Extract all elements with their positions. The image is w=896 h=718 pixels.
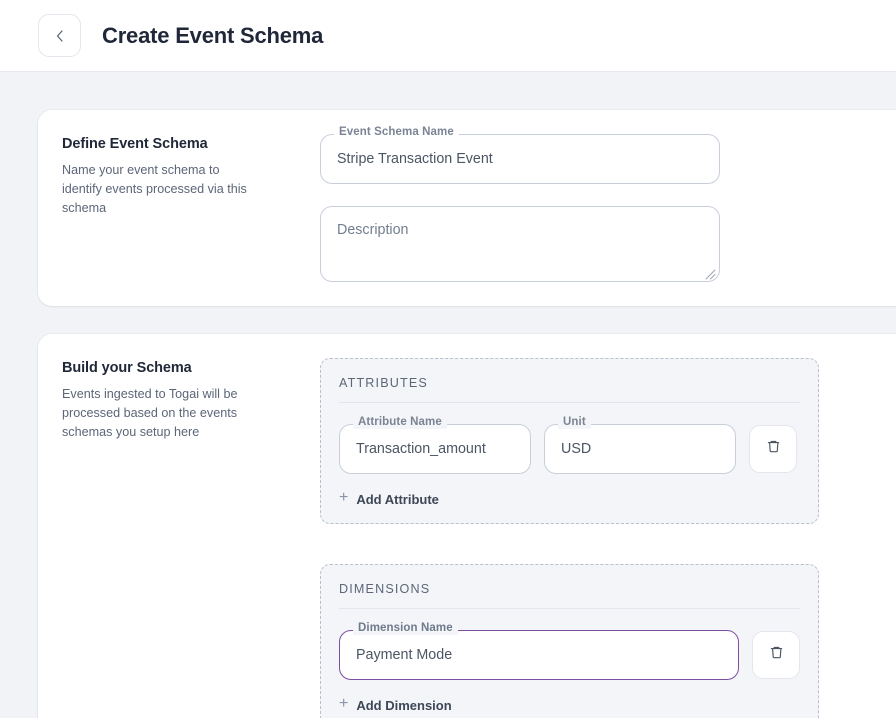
description-field[interactable] bbox=[320, 206, 720, 282]
page-body: Define Event Schema Name your event sche… bbox=[0, 72, 896, 718]
attributes-group-title: ATTRIBUTES bbox=[339, 376, 800, 403]
dimension-row: Dimension Name bbox=[339, 622, 800, 680]
dimensions-group: DIMENSIONS Dimension Name bbox=[320, 564, 819, 718]
event-schema-name-input[interactable] bbox=[337, 151, 703, 167]
attribute-name-field[interactable]: Attribute Name bbox=[339, 416, 531, 474]
plus-icon: + bbox=[339, 489, 349, 506]
build-section-info: Build your Schema Events ingested to Tog… bbox=[62, 358, 320, 718]
trash-icon bbox=[765, 438, 782, 460]
define-section-fields: Event Schema Name bbox=[320, 126, 896, 282]
add-dimension-label: Add Dimension bbox=[356, 697, 452, 713]
build-section-description: Events ingested to Togai will be process… bbox=[62, 387, 238, 440]
add-dimension-button[interactable]: + Add Dimension bbox=[339, 695, 452, 715]
trash-icon bbox=[768, 644, 785, 666]
description-input[interactable] bbox=[337, 221, 703, 267]
chevron-left-icon bbox=[52, 28, 68, 44]
define-section-info: Define Event Schema Name your event sche… bbox=[62, 134, 320, 282]
dimension-name-label: Dimension Name bbox=[353, 622, 458, 635]
resize-handle-icon[interactable] bbox=[705, 267, 716, 280]
attribute-unit-input[interactable] bbox=[561, 441, 719, 457]
delete-attribute-button[interactable] bbox=[749, 425, 797, 473]
build-schema-card: Build your Schema Events ingested to Tog… bbox=[38, 334, 896, 718]
page-title: Create Event Schema bbox=[102, 22, 324, 48]
add-attribute-button[interactable]: + Add Attribute bbox=[339, 489, 439, 509]
attributes-group: ATTRIBUTES Attribute Name Unit bbox=[320, 358, 819, 524]
event-schema-name-field[interactable]: Event Schema Name bbox=[320, 126, 720, 184]
dimensions-group-title: DIMENSIONS bbox=[339, 582, 800, 609]
add-attribute-label: Add Attribute bbox=[356, 491, 439, 507]
app-header: Create Event Schema bbox=[0, 0, 896, 72]
attribute-unit-field[interactable]: Unit bbox=[544, 416, 736, 474]
define-event-schema-card: Define Event Schema Name your event sche… bbox=[38, 110, 896, 306]
back-button[interactable] bbox=[38, 14, 81, 57]
dimension-name-field[interactable]: Dimension Name bbox=[339, 622, 739, 680]
define-section-heading: Define Event Schema bbox=[62, 136, 208, 152]
build-section-heading: Build your Schema bbox=[62, 360, 192, 376]
define-section-description: Name your event schema to identify event… bbox=[62, 163, 247, 216]
plus-icon: + bbox=[339, 695, 349, 712]
build-section-groups: ATTRIBUTES Attribute Name Unit bbox=[320, 358, 896, 718]
attribute-row: Attribute Name Unit bbox=[339, 416, 800, 474]
event-schema-name-label: Event Schema Name bbox=[334, 126, 459, 139]
attribute-unit-label: Unit bbox=[558, 416, 591, 429]
delete-dimension-button[interactable] bbox=[752, 631, 800, 679]
attribute-name-label: Attribute Name bbox=[353, 416, 447, 429]
dimension-name-input[interactable] bbox=[356, 647, 722, 663]
attribute-name-input[interactable] bbox=[356, 441, 514, 457]
